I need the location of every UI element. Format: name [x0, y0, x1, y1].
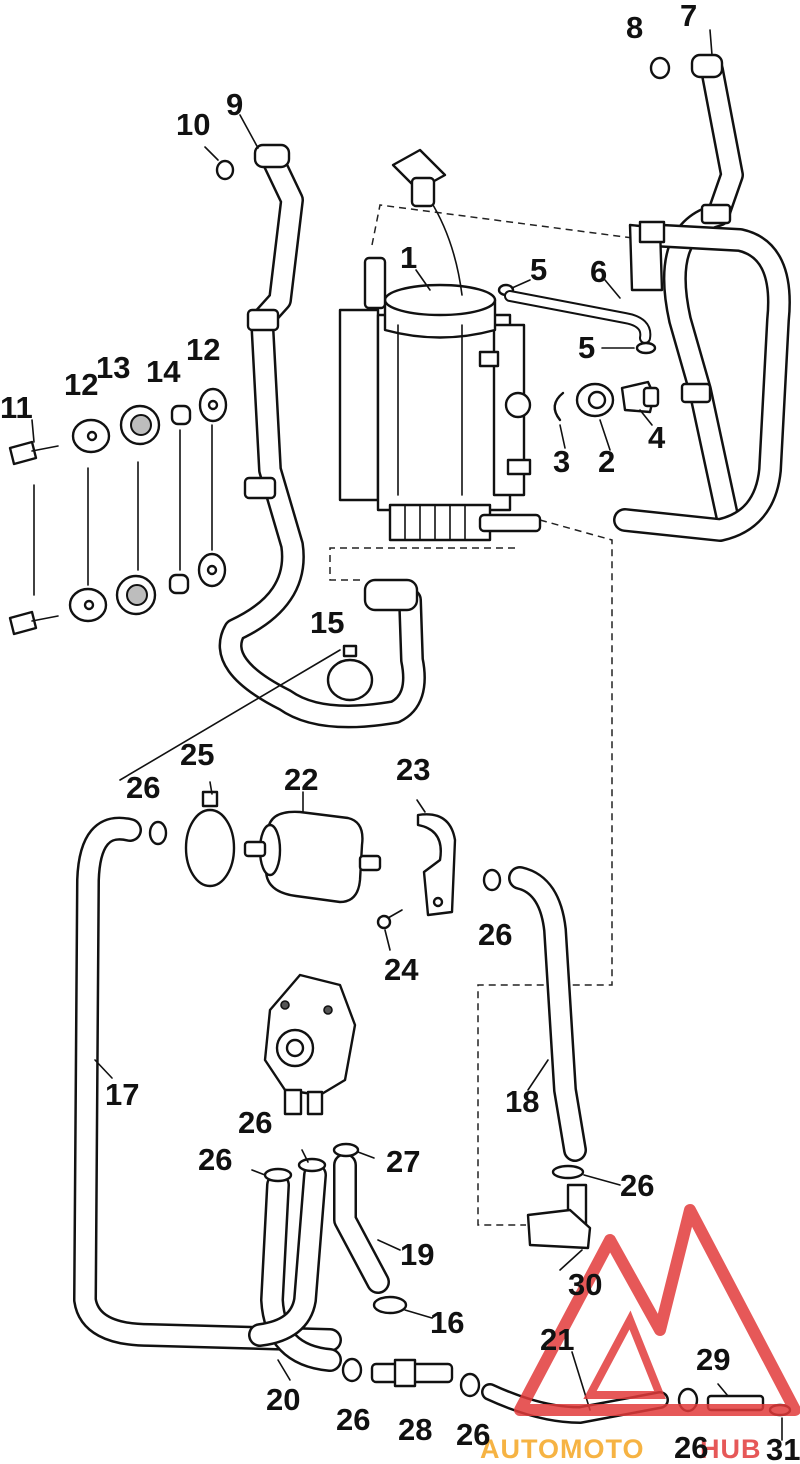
callout-27: 27 — [386, 1144, 420, 1179]
grommet-2 — [575, 382, 615, 418]
o-ring-8 — [649, 56, 671, 80]
callout-6: 6 — [590, 254, 607, 289]
callout-8: 8 — [626, 10, 643, 45]
watermark-text-part2: HUB — [700, 1434, 762, 1464]
vent-hose-6 — [504, 290, 652, 344]
clamp-26-a — [148, 820, 168, 846]
fuel-hose-19 — [333, 1153, 390, 1294]
wire-harness-connector — [391, 148, 463, 296]
assembly-guide-lines — [33, 204, 649, 1226]
grommet-13-upper — [119, 404, 161, 446]
callout-4: 4 — [648, 420, 666, 455]
callout-26-c: 26 — [238, 1105, 272, 1140]
fuel-hose-20 — [248, 1163, 342, 1372]
fuel-hose-17 — [73, 816, 342, 1352]
clamp-27 — [332, 1142, 360, 1158]
callout-16: 16 — [430, 1305, 464, 1340]
watermark-triangle-icon — [514, 1204, 800, 1416]
callout-26-a: 26 — [126, 770, 160, 805]
fuel-hose-7 — [613, 53, 791, 542]
clamp-26-f — [459, 1372, 481, 1398]
screw-11-upper — [8, 440, 59, 466]
callout-14: 14 — [146, 354, 181, 389]
watermark-text-right: HUB — [700, 1434, 762, 1464]
screw-24 — [376, 909, 403, 930]
clamp-15 — [326, 644, 374, 702]
callout-18: 18 — [505, 1084, 539, 1119]
watermark-text-part1: AUTOMOTO — [480, 1434, 645, 1464]
fuel-hose-9 — [218, 143, 426, 729]
callout-25: 25 — [180, 737, 214, 772]
callout-24: 24 — [384, 952, 419, 987]
o-ring-10 — [215, 159, 235, 181]
callout-20: 20 — [266, 1382, 300, 1417]
callout-15: 15 — [310, 605, 344, 640]
clamp-16 — [372, 1295, 408, 1315]
callout-10: 10 — [176, 107, 210, 142]
callout-3: 3 — [553, 444, 570, 479]
callout-1: 1 — [400, 240, 417, 275]
watermark-inner-shape — [583, 1310, 666, 1399]
washer-12-left-upper — [71, 418, 111, 454]
fuel-pump — [263, 973, 357, 1116]
fuel-filter-22 — [243, 810, 382, 904]
retaining-ring-3 — [553, 391, 565, 422]
bracket-23 — [416, 813, 457, 917]
clamp-26-c — [263, 1167, 293, 1183]
callout-21: 21 — [540, 1322, 574, 1357]
washer-12-left-lower — [68, 587, 108, 623]
callout-28: 28 — [398, 1412, 432, 1447]
filter-strap-25 — [184, 790, 236, 888]
callout-2: 2 — [598, 444, 615, 479]
sleeve-14-lower — [168, 573, 190, 595]
callout-22: 22 — [284, 762, 318, 797]
connector-28 — [370, 1358, 454, 1388]
callout-29: 29 — [696, 1342, 730, 1377]
callout-23: 23 — [396, 752, 430, 787]
clamp-26-d — [297, 1157, 327, 1173]
elbow-fitting-30 — [526, 1164, 592, 1250]
callout-26-d: 26 — [198, 1142, 232, 1177]
callout-12-left: 12 — [64, 367, 98, 402]
washer-12-right-lower — [197, 552, 227, 588]
callout-26-e: 26 — [620, 1168, 654, 1203]
callout-5-upper: 5 — [530, 252, 547, 287]
watermark-text-left: AUTOMOTO — [480, 1434, 645, 1464]
washer-12-right-upper — [198, 387, 228, 423]
callout-12-right: 12 — [186, 332, 220, 367]
callout-19: 19 — [400, 1237, 434, 1272]
callout-17: 17 — [105, 1077, 139, 1112]
hose-clamp-5-lower — [635, 341, 657, 355]
callout-26-b: 26 — [478, 917, 512, 952]
callout-26-h: 26 — [674, 1430, 708, 1464]
callout-30: 30 — [568, 1267, 602, 1302]
fuel-hose-18 — [508, 866, 587, 1162]
callout-26-f: 26 — [336, 1402, 370, 1437]
clamp-26-b — [482, 868, 502, 892]
grommet-13-lower — [115, 574, 157, 616]
screw-11-lower — [8, 610, 59, 636]
vapor-separator-tank — [338, 256, 542, 542]
callout-9: 9 — [226, 87, 243, 122]
clamp-26-e — [341, 1357, 363, 1383]
callout-11: 11 — [0, 390, 33, 425]
callout-26-g: 26 — [456, 1417, 490, 1452]
callout-5-lower: 5 — [578, 330, 595, 365]
watermark-logo: AUTOMOTO HUB — [480, 1204, 800, 1464]
leader-lines — [31, 29, 783, 1441]
callout-7: 7 — [680, 0, 697, 33]
fitting-4 — [620, 380, 660, 414]
callout-31: 31 — [766, 1432, 800, 1464]
sleeve-14-upper — [170, 404, 192, 426]
callout-13: 13 — [96, 350, 130, 385]
